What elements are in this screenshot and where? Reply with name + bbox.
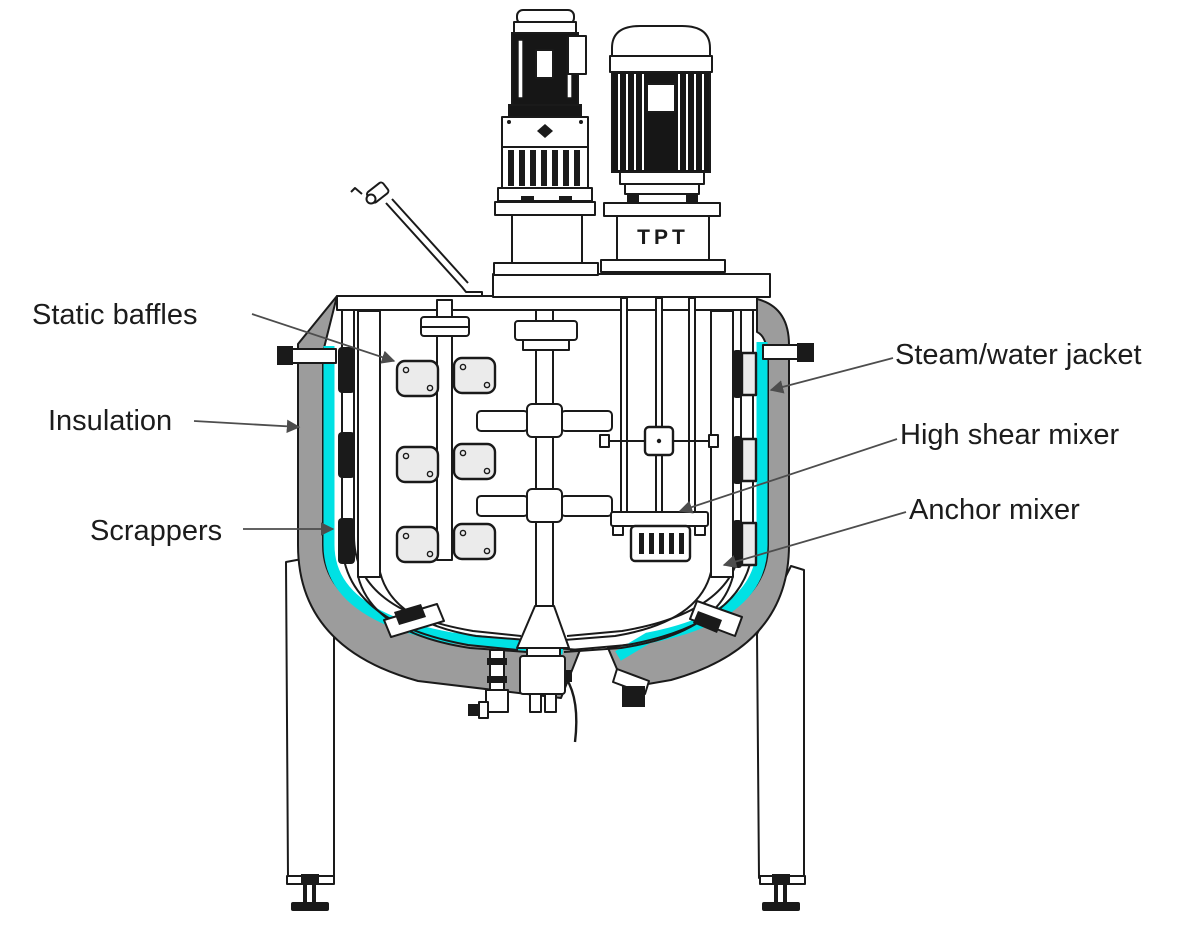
label-static-baffles: Static baffles: [32, 299, 198, 331]
label-anchor-mixer: Anchor mixer: [909, 494, 1080, 526]
tpt-motor-badge: TPT: [637, 226, 689, 249]
drain-nozzle-right: [612, 668, 650, 707]
agitator-shaft: [476, 309, 613, 649]
label-insulation: Insulation: [48, 405, 173, 437]
agitator-motor: [493, 9, 599, 276]
insulation-leader: [193, 419, 301, 434]
bottom-drain-valve: [468, 647, 578, 743]
leader-lines: [193, 313, 907, 569]
anchor-mixer-frame: [357, 310, 734, 653]
wall-scrapers: [338, 347, 758, 638]
support-legs: [285, 555, 806, 911]
lifting-trunnions: [277, 343, 814, 365]
baffle-plates: [395, 356, 497, 564]
static-baffles-assembly: [395, 299, 497, 564]
bottom-cone: [516, 605, 570, 649]
tpt-base-box: [616, 215, 710, 261]
label-high-shear-mixer: High shear mixer: [900, 419, 1120, 451]
high-shear-mixer-assembly: [599, 297, 719, 563]
high-shear-motor: [600, 25, 726, 273]
right-adjustable-foot: [759, 874, 806, 911]
sampling-valve: [468, 649, 509, 719]
steam-water-jacket-leader: [769, 357, 894, 394]
high-shear-mixer-leader: [678, 438, 898, 514]
gearbox: [497, 116, 593, 202]
anchor-mixer-leader: [722, 511, 907, 569]
motor-platform: [492, 273, 771, 298]
static-baffles-leader: [251, 313, 396, 364]
left-adjustable-foot: [286, 874, 335, 911]
label-steam-water-jacket: Steam/water jacket: [895, 339, 1142, 371]
label-scrappers: Scrappers: [90, 515, 223, 547]
jacket-left: [323, 346, 564, 655]
dip-pipe: [350, 181, 483, 296]
